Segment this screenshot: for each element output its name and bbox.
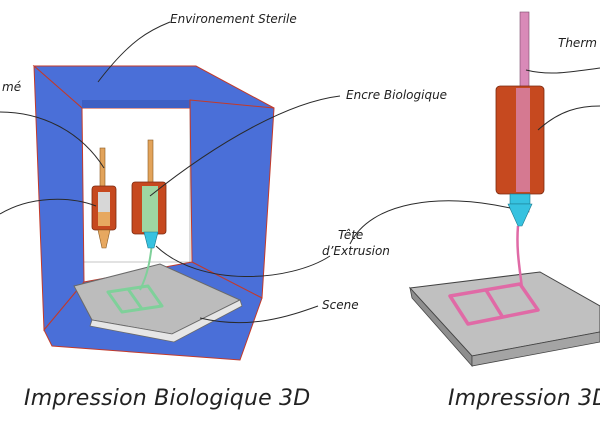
callout-lines: [0, 21, 600, 324]
label-scene: Scene: [322, 298, 359, 312]
chamber-back-wall: [79, 99, 191, 263]
label-extrusion: d’Extrusion: [322, 244, 390, 258]
callout-tete-right: [349, 200, 511, 245]
cartridge-left-ink-fill: [98, 212, 110, 226]
cartridge-right-ink: [142, 186, 158, 232]
callout-left-partial: [0, 111, 105, 169]
caption-bio-printing: Impression Biologique 3D: [24, 386, 311, 411]
callout-left-cartridge: [0, 198, 97, 215]
cartridge-right-nozzle: [143, 231, 159, 249]
classic-print-bed-front: [471, 331, 600, 367]
callout-therm: [525, 67, 600, 74]
classic-printed-structure: [448, 282, 540, 326]
callout-scene: [199, 305, 319, 324]
cartridge-right-plunger: [147, 139, 154, 185]
cartridge-left-nozzle: [97, 229, 111, 249]
label-environnement-sterile: Environement Sterile: [170, 12, 297, 26]
cartridge-left-plunger: [99, 147, 106, 189]
callout-environnement: [97, 21, 171, 83]
callout-encre: [149, 95, 341, 197]
filament-strand: [516, 225, 524, 289]
nozzle-tip: [507, 203, 533, 227]
bio-print-bed-edge: [89, 299, 243, 343]
label-therm-partial: Therm: [558, 36, 597, 50]
frame-top-inner: [82, 100, 192, 108]
label-encre-biologique: Encre Biologique: [346, 88, 448, 102]
classic-printer: [408, 11, 600, 368]
label-left-partial: mé: [2, 80, 22, 94]
bio-printer: [32, 64, 275, 361]
heater-slot: [516, 88, 530, 192]
label-tete: Tête: [338, 228, 364, 242]
callout-heater: [537, 105, 600, 131]
bio-printed-structure: [106, 284, 164, 314]
callout-tete: [155, 245, 331, 277]
nozzle-collar: [509, 193, 531, 205]
caption-classic-printing: Impression 3D: [448, 386, 600, 411]
